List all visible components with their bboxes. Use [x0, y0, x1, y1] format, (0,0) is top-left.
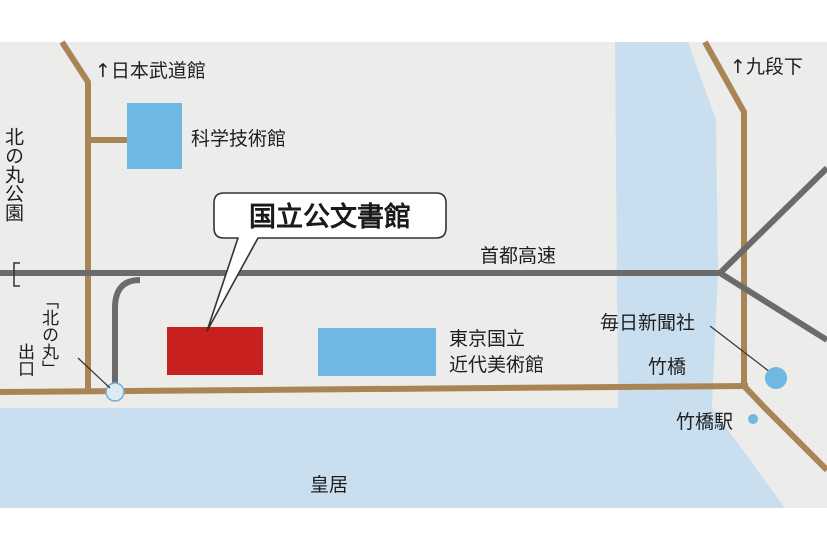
- takebashi-station-marker[interactable]: [748, 414, 758, 424]
- label-kitanomaru-park: 北の丸公園: [2, 127, 24, 222]
- callout-balloon: [206, 192, 447, 332]
- mainichi-marker[interactable]: [765, 367, 787, 389]
- label-momat-line2: 近代美術館: [449, 354, 544, 376]
- momat-building[interactable]: [318, 328, 436, 376]
- label-mainichi: 毎日新聞社: [600, 312, 695, 334]
- label-budokan: ↑日本武道館: [95, 60, 206, 82]
- national-archives-building[interactable]: [167, 327, 263, 375]
- expressway: [0, 165, 827, 388]
- kitanomaru-exit-marker[interactable]: [105, 382, 125, 402]
- callout-title: 国立公文書館: [249, 201, 411, 233]
- science-museum-building[interactable]: [127, 103, 182, 169]
- label-momat-line1: 東京国立: [449, 328, 525, 350]
- label-kudanshita: ↑九段下: [730, 56, 803, 78]
- expressway-exit-ramp: [112, 277, 141, 388]
- label-takebashi: 竹橋: [648, 356, 686, 378]
- imperial-moat: [0, 408, 668, 508]
- label-exit: 出口: [14, 343, 34, 377]
- mainichi-leader-line: [709, 325, 771, 373]
- label-takebashi-station: 竹橋駅: [676, 411, 733, 433]
- road-west: [59, 40, 91, 392]
- expressway-branch-north: [717, 165, 827, 276]
- label-kitanomaru-exit: 「北の丸」: [38, 292, 59, 377]
- label-science-museum: 科学技術館: [191, 128, 286, 150]
- road-southeast: [741, 383, 827, 473]
- expressway-end-bracket: [13, 262, 20, 287]
- label-imperial-palace: 皇居: [310, 474, 348, 496]
- expressway-branch-south: [718, 270, 827, 343]
- exit-leader-line: [77, 357, 111, 389]
- road-east: [702, 40, 747, 386]
- label-expressway: 首都高速: [480, 245, 556, 267]
